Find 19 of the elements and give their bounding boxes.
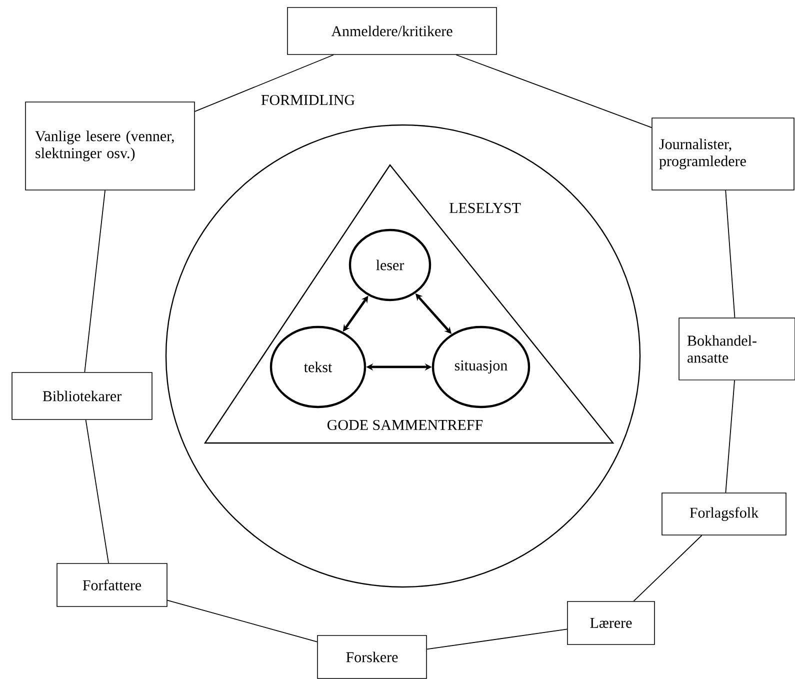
role-box: Forlagsfolk [662,492,786,536]
connector-line [725,190,736,318]
connector-line [84,190,106,373]
role-box: Forfattere [56,563,168,607]
connector-line [633,534,702,602]
connector-line [725,380,735,494]
connector-line [85,419,109,564]
heading-label: FORMIDLING [261,94,355,106]
connector-line [456,54,652,128]
connector-line [426,628,568,650]
role-box: Journalister, programledere [652,118,794,190]
role-box: Bokhandel- ansatte [678,318,795,380]
role-box: Bibliotekarer [12,372,152,420]
role-box: Lærere [567,601,655,645]
role-box: Vanlige lesere (venner, slektninger osv.) [25,102,195,190]
connector-line [166,600,318,642]
role-box: Forskere [317,635,427,679]
connector-line [194,54,334,112]
role-box: Anmeldere/kritikere [287,7,497,55]
